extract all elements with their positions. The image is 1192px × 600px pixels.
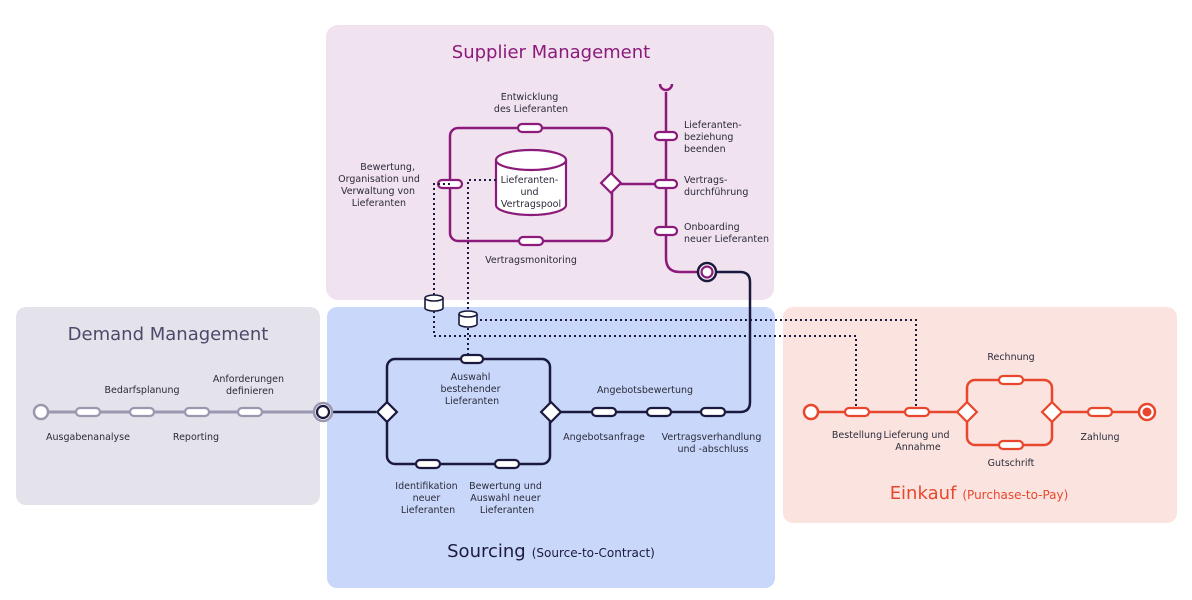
einkauf-region: [783, 307, 1177, 523]
auswahl-node: [459, 353, 485, 365]
einkauf-title: Einkauf (Purchase-to-Pay): [890, 483, 1069, 504]
anforderungen-node: [236, 406, 264, 418]
beenden-node: [653, 130, 679, 142]
bestellung-label: Bestellung: [832, 430, 882, 441]
angebotsbewertung-node: [645, 406, 673, 418]
onboarding-label: Onboarding neuer Lieferanten: [684, 222, 769, 245]
demand-start-event: [32, 403, 50, 421]
bewertung-auswahl-label: Bewertung und Auswahl neuer Lieferanten: [469, 481, 545, 516]
angebotsanfrage-node: [590, 406, 618, 418]
vertragsmonitoring-label: Vertragsmonitoring: [485, 255, 577, 266]
durchfuehrung-label: Vertrags- durchführung: [684, 175, 748, 198]
pool-database-icon: [494, 148, 568, 217]
rechnung-label: Rechnung: [987, 352, 1034, 363]
ausgabenanalyse-label: Ausgabenanalyse: [46, 432, 130, 443]
lieferung-label: Lieferung und Annahme: [883, 430, 952, 453]
zahlung-label: Zahlung: [1080, 432, 1119, 443]
einkauf-gateway-left: [955, 400, 979, 424]
einkauf-gateway-right: [1040, 400, 1064, 424]
angebotsanfrage-label: Angebotsanfrage: [563, 432, 645, 443]
bewertung-auswahl-node: [493, 458, 521, 470]
rechnung-node: [997, 374, 1025, 386]
top-open-ring: [658, 83, 674, 92]
demand-title: Demand Management: [68, 324, 269, 345]
zahlung-node: [1086, 406, 1114, 418]
supplier-gateway: [599, 171, 623, 195]
bedarfsplanung-node: [128, 406, 156, 418]
demand-flow: [32, 403, 316, 421]
entwicklung-label: Entwicklung des Lieferanten: [494, 92, 568, 115]
sourcing-title-main: Sourcing: [447, 541, 526, 562]
onboarding-node: [653, 225, 679, 237]
sourcing-title-sub: (Source-to-Contract): [532, 546, 655, 560]
bestellung-node: [843, 406, 871, 418]
durchfuehrung-node: [653, 178, 679, 190]
handover-event: [312, 401, 334, 423]
gutschrift-label: Gutschrift: [988, 458, 1035, 469]
gutschrift-node: [997, 439, 1025, 451]
ausgabenanalyse-node: [74, 406, 102, 418]
sourcing-gateway-left: [375, 400, 399, 424]
sourcing-title: Sourcing (Source-to-Contract): [447, 541, 655, 562]
vertragsverhandlung-label: Vertragsverhandlung und -abschluss: [662, 432, 765, 455]
bedarfsplanung-label: Bedarfsplanung: [105, 385, 180, 396]
vertragsverhandlung-node: [699, 406, 727, 418]
pool-label: Lieferanten- und Vertragspool: [501, 175, 562, 210]
identifikation-label: Identifikation neuer Lieferanten: [395, 481, 460, 516]
einkauf-title-main: Einkauf: [890, 483, 957, 504]
entwicklung-node: [516, 122, 544, 134]
vertragsmonitoring-node: [517, 235, 545, 247]
auswahl-label: Auswahl bestehender Lieferanten: [440, 372, 503, 407]
dotted-connectors: [433, 179, 917, 410]
lieferung-node: [903, 406, 931, 418]
einkauf-start-event: [802, 403, 820, 421]
identifikation-node: [414, 458, 442, 470]
reporting-label: Reporting: [173, 432, 219, 443]
database-icon: [424, 294, 444, 312]
einkauf-end-event: [1137, 402, 1157, 422]
angebotsbewertung-label: Angebotsbewertung: [597, 385, 693, 396]
beenden-label: Lieferanten- beziehung beenden: [684, 120, 745, 155]
sourcing-gateway-right: [539, 400, 563, 424]
anforderungen-label: Anforderungen definieren: [213, 374, 287, 397]
contract-handover-event: [696, 261, 718, 283]
reporting-node: [183, 406, 211, 418]
supplier-title: Supplier Management: [452, 42, 650, 63]
database-icon: [458, 310, 478, 328]
einkauf-title-sub: (Purchase-to-Pay): [962, 488, 1068, 502]
demand-management-region: [16, 307, 320, 505]
bewertung-label: Bewertung, Organisation und Verwaltung v…: [338, 162, 423, 209]
